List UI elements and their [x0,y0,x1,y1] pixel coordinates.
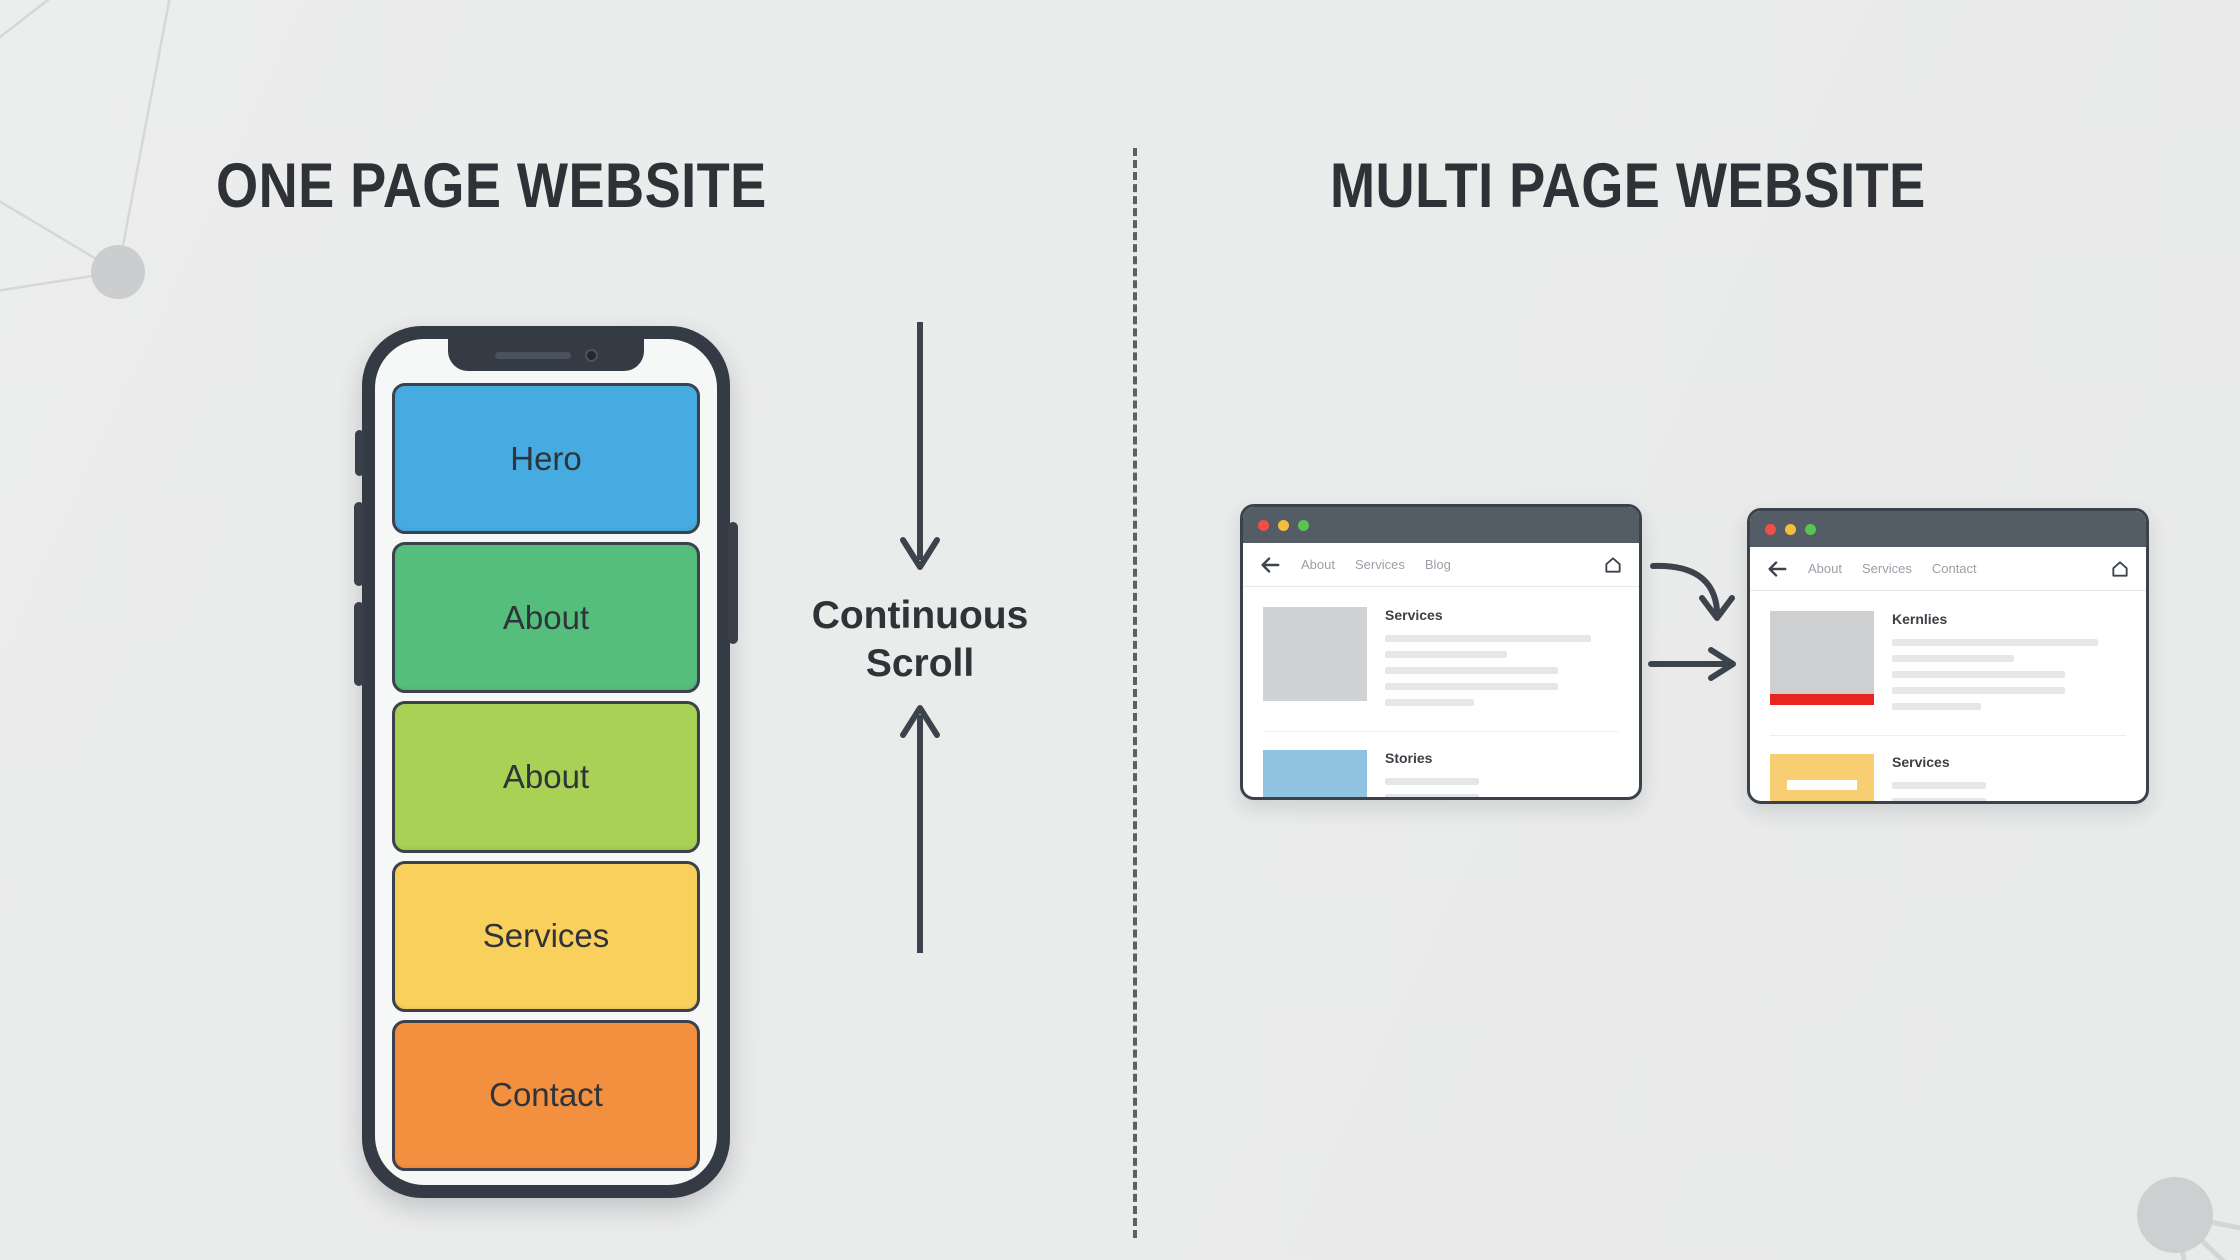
content-text-line [1385,778,1479,785]
thumbnail-accent-bar [1770,694,1874,705]
content-heading: Services [1385,607,1443,623]
content-text-line [1385,651,1507,658]
browser-titlebar [1750,511,2146,547]
arrow-down-icon [900,322,940,570]
content-block: Kernlies [1770,611,2126,719]
content-text-line [1385,667,1559,674]
one-page-section-contact-4[interactable]: Contact [392,1019,700,1172]
section-label: Hero [510,439,582,477]
content-text-column: Kernlies [1892,611,2126,719]
nav-link-services[interactable]: Services [1354,557,1405,572]
phone-notch [448,339,644,371]
content-text-line [1892,671,2066,678]
home-icon[interactable] [1603,555,1623,575]
nav-link-services[interactable]: Services [1861,561,1912,576]
content-thumbnail [1263,750,1367,797]
minimize-dot-icon[interactable] [1278,519,1289,531]
close-dot-icon[interactable] [1765,523,1776,535]
content-text-line [1892,703,1981,710]
content-heading: Stories [1385,750,1433,766]
nav-link-about[interactable]: About [1808,561,1842,576]
content-thumbnail [1770,754,1874,801]
section-label: About [502,598,590,636]
back-arrow-icon[interactable] [1259,554,1281,576]
back-arrow-icon[interactable] [1766,558,1788,580]
content-text-column: Stories [1385,750,1619,797]
content-block: Services [1263,607,1619,715]
page-title-multi-page: MULTI PAGE WEBSITE [1330,151,1926,221]
content-text-line [1385,794,1479,797]
content-heading: Services [1892,754,1950,770]
one-page-section-services-3[interactable]: Services [392,860,700,1012]
content-text-line [1892,687,2066,694]
arrow-right-icon [1648,647,1736,681]
phone-silent-switch[interactable] [355,430,364,476]
back-button[interactable] [1766,558,1788,580]
thumbnail-white-bar [1787,780,1857,790]
content-divider [1770,735,2126,736]
content-text-line [1892,639,2098,646]
speaker-slot-icon [494,351,571,359]
section-label: Services [482,917,610,955]
phone-volume-up-button[interactable] [354,502,364,586]
vertical-dashed-divider [1133,148,1137,1238]
close-dot-icon[interactable] [1258,519,1269,531]
content-divider [1263,731,1619,732]
content-thumbnail [1770,611,1874,705]
content-block: Stories [1263,750,1619,797]
page-transition-arrows [1648,562,1736,681]
content-text-column: Services [1385,607,1619,715]
back-button[interactable] [1259,554,1281,576]
minimize-dot-icon[interactable] [1785,523,1796,535]
nav-link-blog[interactable]: Blog [1424,557,1451,572]
content-block: Services [1770,754,2126,801]
phone-volume-down-button[interactable] [354,602,364,686]
content-text-column: Services [1892,754,2126,801]
content-text-line [1892,655,2014,662]
continuous-scroll-indicator: Continuous Scroll [790,322,1050,1222]
content-text-line [1385,683,1559,690]
network-node-graphic [2137,1177,2240,1260]
content-heading: Kernlies [1892,611,1948,627]
content-text-line [1385,635,1591,642]
nav-link-contact[interactable]: Contact [1931,561,1977,576]
content-text-line [1385,699,1474,706]
browser-navbar: About Services Blog [1243,543,1639,587]
content-text-line [1892,782,1986,789]
page-title-one-page: ONE PAGE WEBSITE [216,151,767,221]
one-page-section-about-1[interactable]: About [392,542,700,694]
browser-navbar: About Services Contact [1750,547,2146,591]
nav-link-about[interactable]: About [1301,557,1335,572]
front-camera-icon [584,348,598,362]
curved-arrow-down-right-icon [1650,562,1735,621]
home-icon[interactable] [2110,559,2130,579]
arrow-up-icon [900,705,940,954]
section-label: Contact [489,1076,603,1114]
one-page-section-about-2[interactable]: About [392,701,700,853]
home-button[interactable] [1603,555,1623,575]
content-thumbnail [1263,607,1367,701]
phone-power-button[interactable] [728,522,738,644]
content-text-line [1892,798,1986,801]
maximize-dot-icon[interactable] [1298,519,1309,531]
home-button[interactable] [2110,559,2130,579]
one-page-section-hero-0[interactable]: Hero [392,383,700,535]
browser-titlebar [1243,507,1639,543]
maximize-dot-icon[interactable] [1805,523,1816,535]
continuous-scroll-label: Continuous Scroll [811,594,1029,685]
section-label: About [502,758,590,795]
